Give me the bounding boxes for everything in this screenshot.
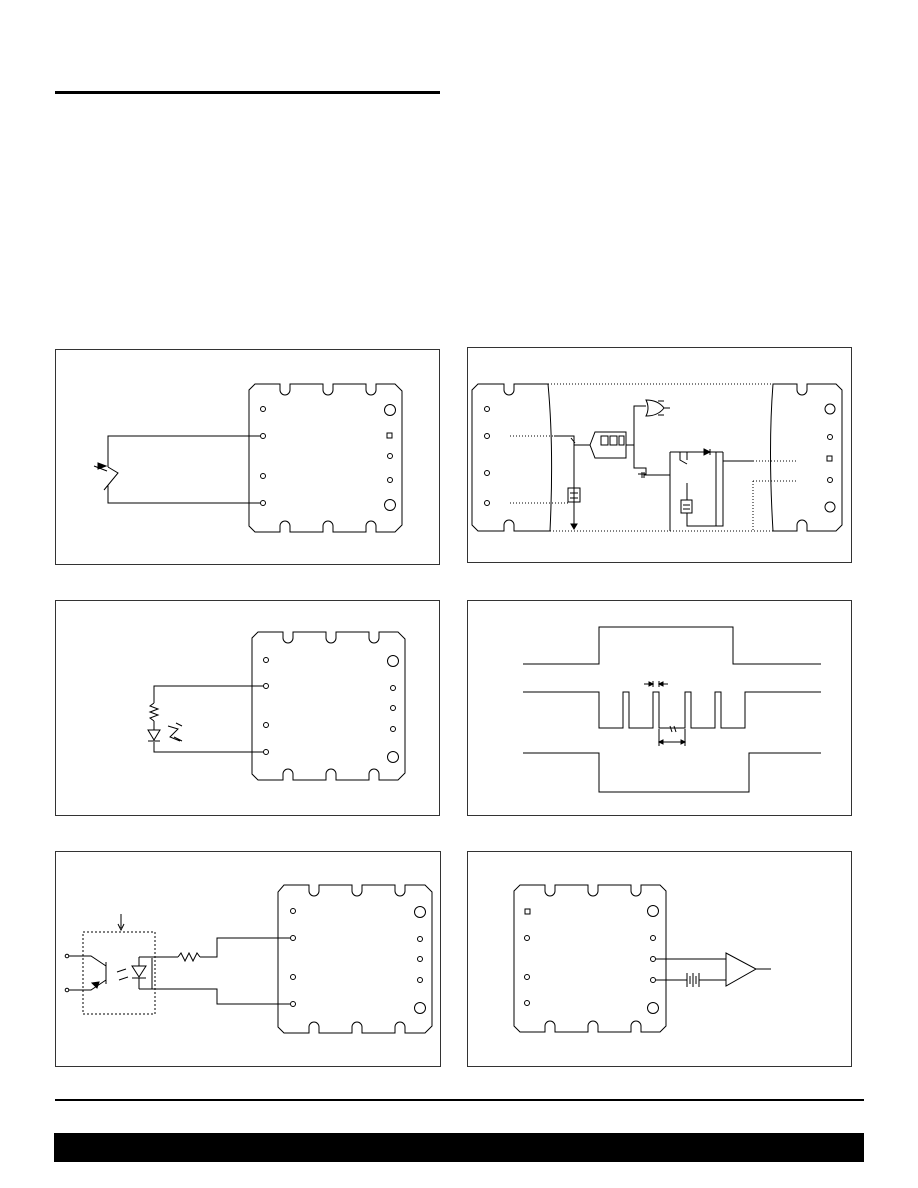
cut-lines (548, 384, 773, 531)
or-gate (634, 400, 670, 445)
terminal-pins (264, 656, 399, 763)
light-rays-icon (168, 723, 182, 741)
amplifier-wiring (656, 959, 771, 980)
light-source-arrow-icon (118, 914, 124, 930)
terminal-pins (261, 405, 396, 511)
relay-module-outline (252, 632, 405, 780)
input-bus (554, 436, 574, 526)
output-network (670, 452, 723, 531)
switch-wiring (108, 436, 260, 503)
terminal-pins (291, 907, 426, 1014)
transistor-symbol (69, 956, 106, 990)
relay-module-outline (514, 885, 666, 1032)
resistor-zigzag (150, 703, 158, 721)
switch-arrow-icon (98, 463, 106, 469)
led-icon (148, 730, 160, 741)
regulator (568, 488, 580, 502)
opto-wiring (152, 938, 290, 1004)
footer-bar (54, 1133, 864, 1162)
terminal-pins (525, 906, 659, 1014)
optocoupler-package (83, 932, 155, 1014)
input-switch (571, 438, 575, 443)
footer-rule (55, 1099, 864, 1101)
waveform-1 (523, 627, 821, 664)
relay-module-outline (278, 885, 432, 1033)
transistor-emitter-arrow-icon (92, 982, 99, 988)
battery-icon (687, 973, 699, 987)
figure-switch-input (55, 349, 440, 565)
led-wiring (154, 686, 263, 752)
resistor-zigzag (178, 953, 200, 961)
capacitor-branch (634, 468, 670, 478)
waveform-2 (523, 692, 821, 728)
header-rule (55, 91, 440, 94)
bus-arrow-icon (571, 524, 577, 529)
waveform-3 (523, 753, 821, 792)
terminal-pins (485, 404, 836, 512)
period-marker (659, 726, 685, 746)
amplifier-triangle-icon (726, 953, 756, 986)
figure-logic-circuit (467, 347, 852, 563)
input-leads (510, 436, 568, 503)
diode-d1 (704, 449, 710, 455)
led-icon (132, 966, 146, 978)
module-left-edge (472, 384, 552, 531)
photo-arrows-icon (117, 969, 128, 980)
battery (681, 500, 692, 513)
pulse-width-marker (644, 681, 668, 687)
relay-module-outline (249, 384, 402, 532)
module-right-edge (771, 384, 843, 531)
figure-led-input (55, 600, 440, 816)
figure-amplifier-output (467, 851, 852, 1067)
figure-optocoupler-input (55, 851, 441, 1067)
figure-timing-waveforms (467, 600, 852, 816)
